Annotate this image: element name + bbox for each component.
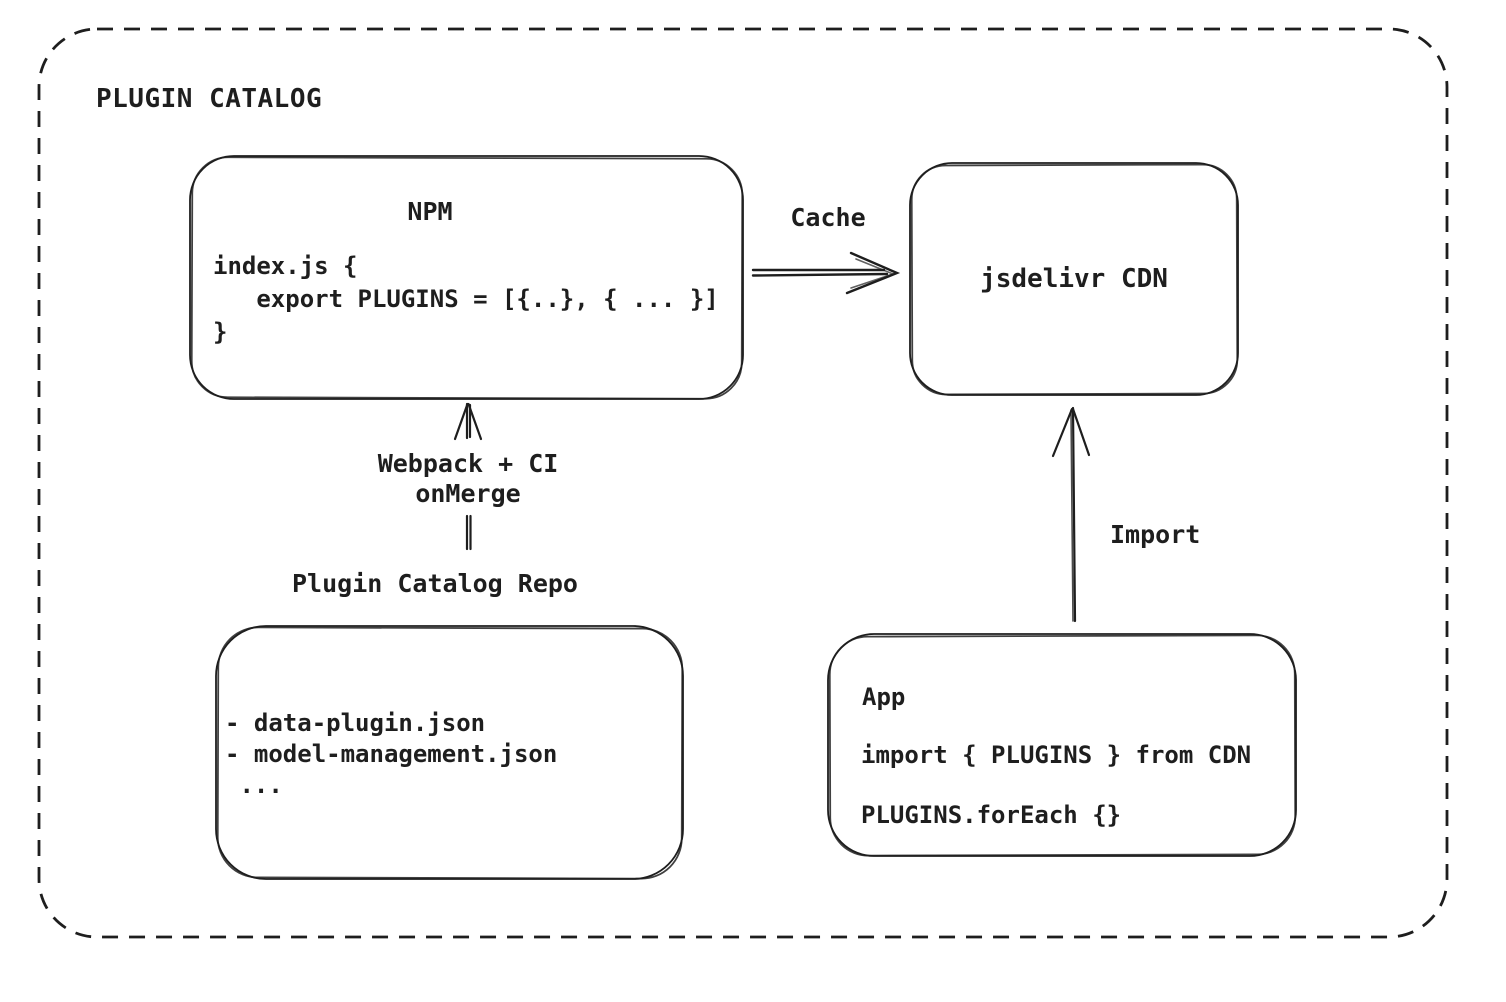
- npm-code-block: index.js { export PLUGINS = [{..}, { ...…: [213, 252, 719, 346]
- build-arrow: [453, 402, 483, 551]
- app-foreach-line: PLUGINS.forEach {}: [861, 801, 1122, 829]
- cache-edge-label: Cache: [790, 203, 866, 232]
- app-node-title: App: [862, 683, 906, 711]
- app-node-box: [827, 633, 1297, 857]
- import-arrow: [1051, 406, 1091, 623]
- import-edge-label: Import: [1110, 520, 1201, 549]
- npm-node-box: [189, 155, 744, 400]
- repo-file-list: - data-plugin.json - model-management.js…: [225, 709, 558, 799]
- diagram-title: PLUGIN CATALOG: [96, 84, 323, 114]
- repo-node-heading: Plugin Catalog Repo: [292, 569, 578, 598]
- cdn-node-box: [909, 162, 1239, 396]
- build-edge-label: Webpack + CI onMerge: [377, 449, 559, 508]
- cdn-node-label: jsdelivr CDN: [980, 264, 1168, 294]
- cache-arrow: [751, 251, 901, 295]
- app-import-line: import { PLUGINS } from CDN: [861, 741, 1252, 769]
- repo-node-box: [215, 625, 684, 880]
- npm-node-title: NPM: [407, 197, 453, 226]
